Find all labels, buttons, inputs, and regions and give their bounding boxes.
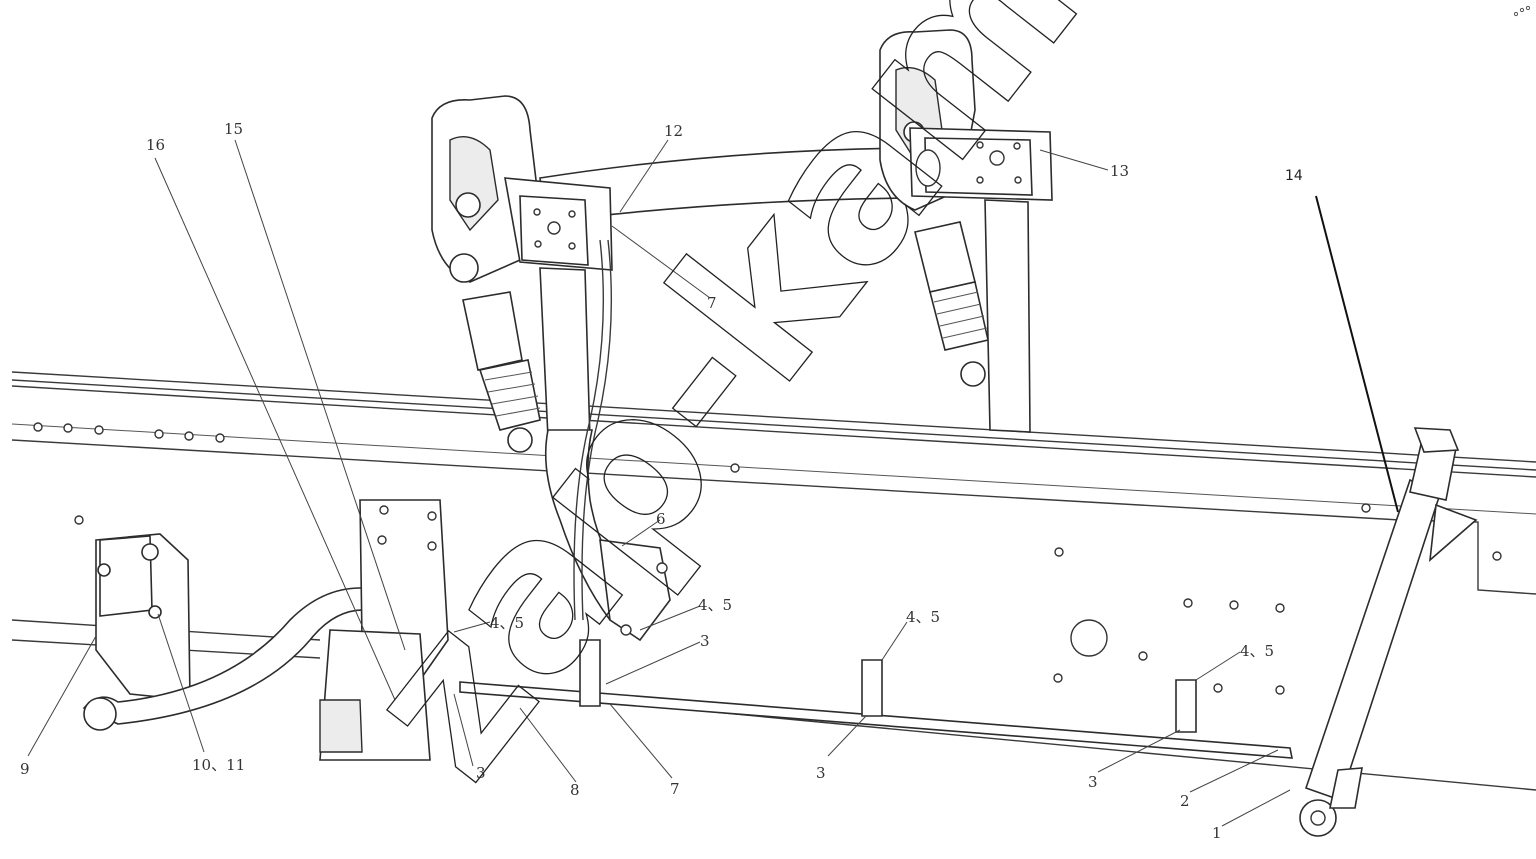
callout-2: 2 (1180, 792, 1190, 810)
left-cab-mount (431, 95, 671, 642)
callout-15: 15 (224, 120, 243, 138)
leader-lines (27, 139, 1399, 827)
callout-7-bottom: 7 (670, 780, 680, 798)
tilt-cylinder (1299, 427, 1478, 837)
rail-holes (33, 422, 1502, 695)
callout-6: 6 (656, 510, 666, 528)
callout-12: 12 (664, 122, 683, 140)
callout-4-5-d: 4、5 (1240, 642, 1274, 660)
callout-7-top: 7 (707, 294, 717, 312)
callout-10-11: 10、11 (192, 756, 245, 774)
callout-13: 13 (1110, 162, 1129, 180)
right-cab-mount (879, 29, 1053, 433)
callout-4-5-b: 4、5 (490, 614, 524, 632)
corner-mark (1513, 5, 1531, 17)
callout-14: 14 (1285, 168, 1303, 184)
callout-3-a: 3 (700, 632, 710, 650)
callout-3-b: 3 (816, 764, 826, 782)
callout-16: 16 (146, 136, 165, 154)
callout-3-d: 3 (476, 764, 486, 782)
callout-4-5-a: 4、5 (698, 596, 732, 614)
callout-8: 8 (570, 781, 580, 799)
callout-4-5-c: 4、5 (906, 608, 940, 626)
callout-9: 9 (20, 760, 30, 778)
callout-1: 1 (1212, 824, 1222, 842)
callout-labels: 16 15 12 13 14 7 6 4、5 4、5 4、5 4、5 3 3 3… (20, 120, 1303, 842)
callout-3-c: 3 (1088, 773, 1098, 791)
hose-line (459, 239, 1293, 759)
pump-assembly (82, 499, 449, 761)
frame-rail (11, 371, 1536, 791)
